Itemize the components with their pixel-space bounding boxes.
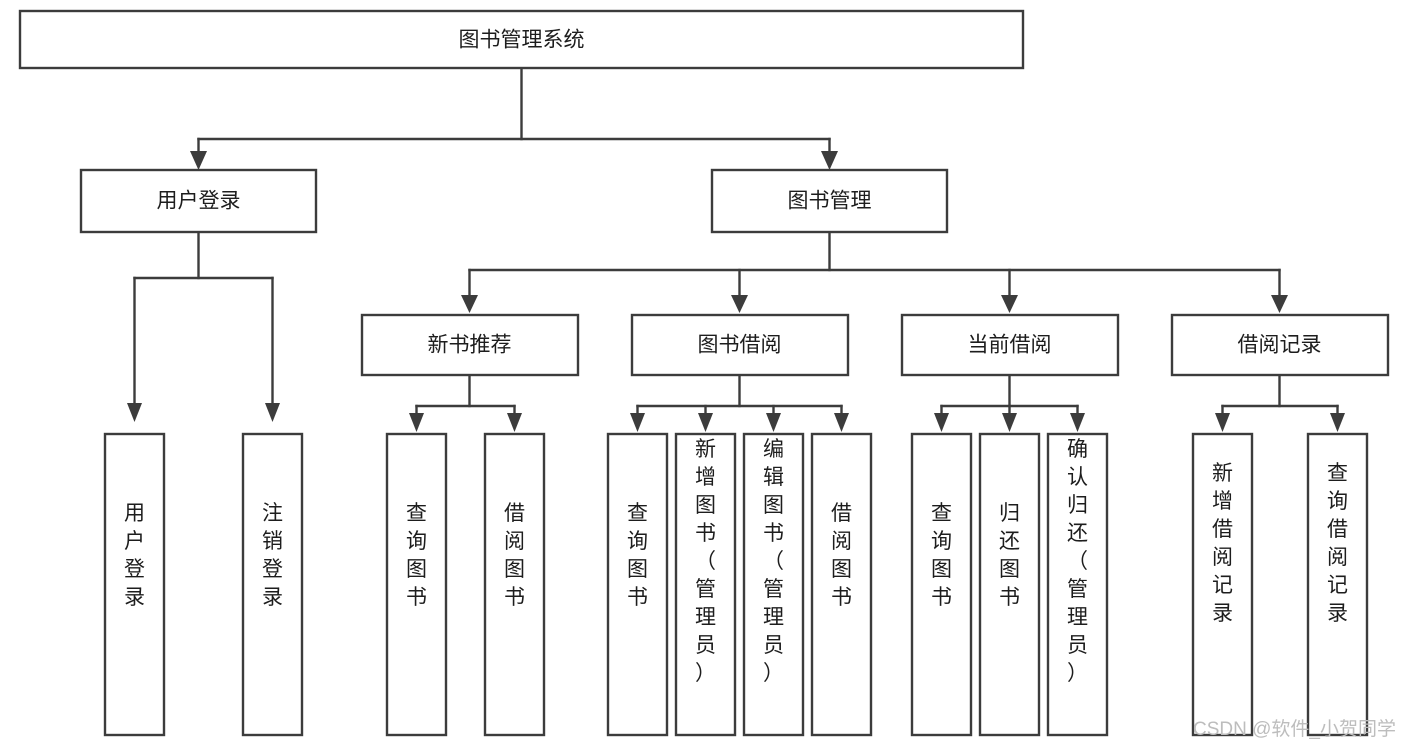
arrowhead-leaf-borrow-book-1 xyxy=(507,413,522,432)
node-leaf-query-book-3-label: 查询图书 xyxy=(931,502,952,609)
node-current-borrow[interactable]: 当前借阅 xyxy=(900,313,1120,377)
node-leaf-query-book-3[interactable]: 查询图书 xyxy=(910,432,973,737)
node-leaf-confirm-return-box[interactable] xyxy=(1046,432,1109,737)
node-book-borrow[interactable]: 图书借阅 xyxy=(630,313,850,377)
node-leaf-borrow-book-1[interactable]: 借阅图书 xyxy=(483,432,546,737)
arrowhead-leaf-query-book-3 xyxy=(934,413,949,432)
node-leaf-add-record[interactable]: 新增借阅记录 xyxy=(1191,432,1254,737)
arrowhead-borrow-record xyxy=(1271,295,1288,313)
node-current-borrow-box[interactable] xyxy=(900,313,1120,377)
connector-layer xyxy=(127,66,1345,432)
node-leaf-borrow-book-2-label: 借阅图书 xyxy=(831,502,852,609)
node-root[interactable]: 图书管理系统 xyxy=(18,9,1025,70)
node-root-box[interactable] xyxy=(18,9,1025,70)
arrowhead-leaf-query-record xyxy=(1330,413,1345,432)
node-leaf-logout-login-box[interactable] xyxy=(241,432,304,737)
node-leaf-add-book-label: 新增图书（管理员） xyxy=(695,438,716,685)
node-leaf-add-record-label: 新增借阅记录 xyxy=(1212,462,1233,625)
arrowhead-leaf-edit-book xyxy=(766,413,781,432)
node-leaf-query-book-1-label: 查询图书 xyxy=(406,502,427,609)
node-leaf-borrow-book-1-box[interactable] xyxy=(483,432,546,737)
arrowhead-leaf-add-record xyxy=(1215,413,1230,432)
arrowhead-current-borrow xyxy=(1001,295,1018,313)
node-new-book-recommend[interactable]: 新书推荐 xyxy=(360,313,580,377)
node-leaf-borrow-book-2-box[interactable] xyxy=(810,432,873,737)
node-leaf-query-book-2[interactable]: 查询图书 xyxy=(606,432,669,737)
arrowhead-leaf-user-login xyxy=(127,403,142,422)
node-leaf-query-record-label: 查询借阅记录 xyxy=(1327,462,1348,625)
node-leaf-query-book-2-label: 查询图书 xyxy=(627,502,648,609)
arrowhead-leaf-add-book xyxy=(698,413,713,432)
node-book-borrow-label: 图书借阅 xyxy=(698,334,782,357)
arrowhead-leaf-return-book xyxy=(1002,413,1017,432)
node-leaf-query-record[interactable]: 查询借阅记录 xyxy=(1306,432,1369,737)
node-leaf-edit-book-label: 编辑图书（管理员） xyxy=(763,438,784,685)
node-leaf-return-book-box[interactable] xyxy=(978,432,1041,737)
node-leaf-query-record-box[interactable] xyxy=(1306,432,1369,737)
arrowhead-user-login xyxy=(190,151,207,170)
node-leaf-borrow-book-2[interactable]: 借阅图书 xyxy=(810,432,873,737)
node-leaf-user-login-label: 用户登录 xyxy=(124,502,145,609)
node-leaf-edit-book[interactable]: 编辑图书（管理员） xyxy=(742,432,805,737)
node-leaf-add-book[interactable]: 新增图书（管理员） xyxy=(674,432,737,737)
node-new-book-recommend-label: 新书推荐 xyxy=(428,334,512,357)
node-user-login-box[interactable] xyxy=(79,168,318,234)
node-borrow-record-label: 借阅记录 xyxy=(1238,334,1322,357)
node-book-management-box[interactable] xyxy=(710,168,949,234)
node-leaf-add-book-box[interactable] xyxy=(674,432,737,737)
node-root-label: 图书管理系统 xyxy=(459,29,585,52)
arrowhead-book-borrow xyxy=(731,295,748,313)
node-leaf-confirm-return-label: 确认归还（管理员） xyxy=(1067,438,1088,685)
node-leaf-user-login[interactable]: 用户登录 xyxy=(103,432,166,737)
node-leaf-add-record-box[interactable] xyxy=(1191,432,1254,737)
arrowhead-leaf-query-book-1 xyxy=(409,413,424,432)
csdn-watermark: CSDN @软件_小贺同学 xyxy=(1193,718,1396,740)
arrowhead-new-book-recommend xyxy=(461,295,478,313)
node-leaf-logout-login[interactable]: 注销登录 xyxy=(241,432,304,737)
arrowhead-leaf-query-book-2 xyxy=(630,413,645,432)
node-leaf-return-book-label: 归还图书 xyxy=(999,502,1020,609)
node-leaf-return-book[interactable]: 归还图书 xyxy=(978,432,1041,737)
node-leaf-borrow-book-1-label: 借阅图书 xyxy=(504,502,525,609)
node-leaf-query-book-2-box[interactable] xyxy=(606,432,669,737)
arrowhead-book-management xyxy=(821,151,838,170)
node-book-management-label: 图书管理 xyxy=(788,190,872,213)
node-leaf-user-login-box[interactable] xyxy=(103,432,166,737)
node-leaf-logout-login-label: 注销登录 xyxy=(262,502,283,609)
node-leaf-query-book-1-box[interactable] xyxy=(385,432,448,737)
node-leaf-query-book-1[interactable]: 查询图书 xyxy=(385,432,448,737)
node-borrow-record-box[interactable] xyxy=(1170,313,1390,377)
node-user-login-label: 用户登录 xyxy=(157,190,241,213)
node-leaf-confirm-return[interactable]: 确认归还（管理员） xyxy=(1046,432,1109,737)
arrowhead-leaf-logout-login xyxy=(265,403,280,422)
node-leaf-query-book-3-box[interactable] xyxy=(910,432,973,737)
node-book-management[interactable]: 图书管理 xyxy=(710,168,949,234)
arrowhead-leaf-confirm-return xyxy=(1070,413,1085,432)
arrowhead-leaf-borrow-book-2 xyxy=(834,413,849,432)
node-borrow-record[interactable]: 借阅记录 xyxy=(1170,313,1390,377)
node-user-login[interactable]: 用户登录 xyxy=(79,168,318,234)
node-new-book-recommend-box[interactable] xyxy=(360,313,580,377)
node-current-borrow-label: 当前借阅 xyxy=(968,334,1052,357)
node-book-borrow-box[interactable] xyxy=(630,313,850,377)
node-leaf-edit-book-box[interactable] xyxy=(742,432,805,737)
